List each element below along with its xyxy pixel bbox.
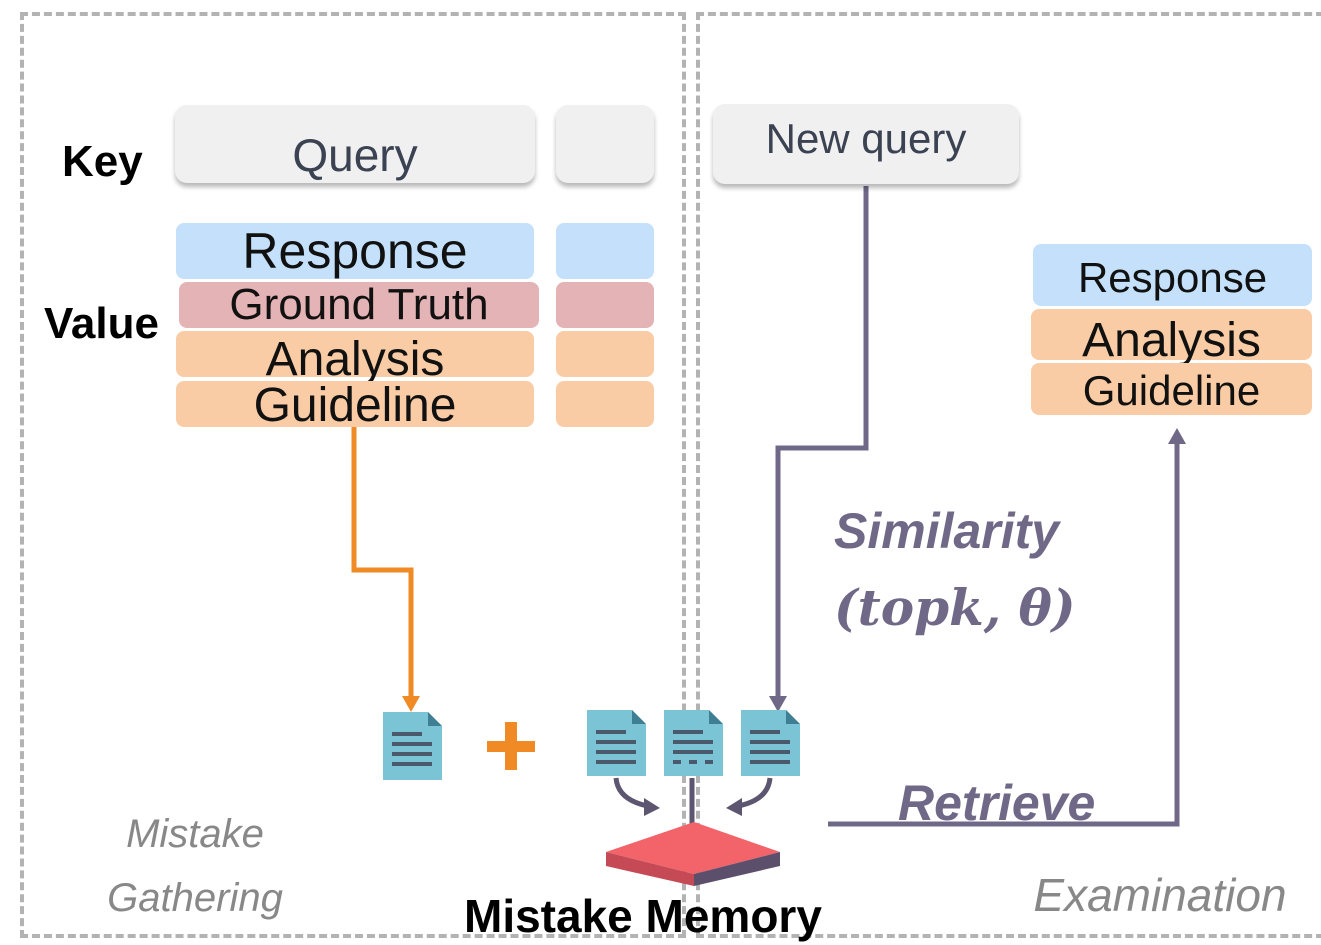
memory-document-icon-3 — [741, 710, 800, 776]
examination-phase-label: Examination — [1033, 869, 1287, 921]
phase-line-2: Gathering — [107, 876, 283, 920]
key-label: Key — [62, 137, 143, 186]
memory-document-icon-2 — [664, 710, 723, 776]
response-text: Response — [242, 223, 468, 279]
guideline-to-document-arrow — [351, 426, 414, 700]
similarity-params: (topk, θ) — [834, 578, 1076, 637]
retrieved-analysis-text: Analysis — [1082, 313, 1261, 367]
phase-line-1: Mistake — [126, 812, 264, 856]
examination-frame — [696, 12, 1321, 938]
purple-arrowhead-up — [1168, 428, 1186, 444]
plus-icon — [487, 722, 535, 770]
new-query-to-memory-arrow — [775, 186, 869, 700]
ground-truth-text: Ground Truth — [229, 280, 489, 329]
response-bar: Response — [176, 223, 534, 279]
ground-truth-bar: Ground Truth — [179, 282, 539, 328]
mistake-memory-label: Mistake Memory — [464, 890, 822, 942]
retrieved-response-text: Response — [1077, 254, 1268, 301]
similarity-label: Similarity — [834, 503, 1060, 559]
memory-document-icon-1 — [587, 710, 646, 776]
retrieved-guideline-text: Guideline — [1082, 367, 1261, 414]
query-key-box-secondary — [556, 105, 654, 183]
new-mistake-document-icon — [383, 712, 442, 780]
response-bar-secondary — [556, 223, 654, 279]
guideline-bar-secondary — [556, 381, 654, 427]
value-label: Value — [44, 299, 159, 348]
retrieve-arrow — [828, 440, 1180, 827]
new-query-text: New query — [765, 115, 967, 162]
analysis-bar-secondary — [556, 331, 654, 377]
analysis-bar: Analysis — [176, 331, 534, 384]
retrieved-guideline-bar: Guideline — [1031, 363, 1312, 415]
orange-arrowhead — [402, 696, 420, 712]
mistake-gathering-frame — [20, 12, 686, 938]
mistake-gathering-phase-label: Mistake Gathering — [70, 802, 320, 930]
retrieve-label: Retrieve — [898, 775, 1096, 831]
database-stack-icon — [606, 822, 780, 886]
query-key-box: Query — [175, 105, 535, 183]
new-query-box: New query — [713, 104, 1019, 184]
purple-arrowhead-down — [769, 696, 787, 712]
query-text: Query — [292, 129, 418, 181]
guideline-text: Guideline — [253, 379, 457, 432]
ground-truth-bar-secondary — [556, 282, 654, 328]
analysis-text: Analysis — [265, 333, 445, 386]
retrieved-analysis-bar: Analysis — [1031, 309, 1312, 364]
retrieved-response-bar: Response — [1033, 244, 1312, 306]
guideline-bar: Guideline — [176, 379, 534, 432]
